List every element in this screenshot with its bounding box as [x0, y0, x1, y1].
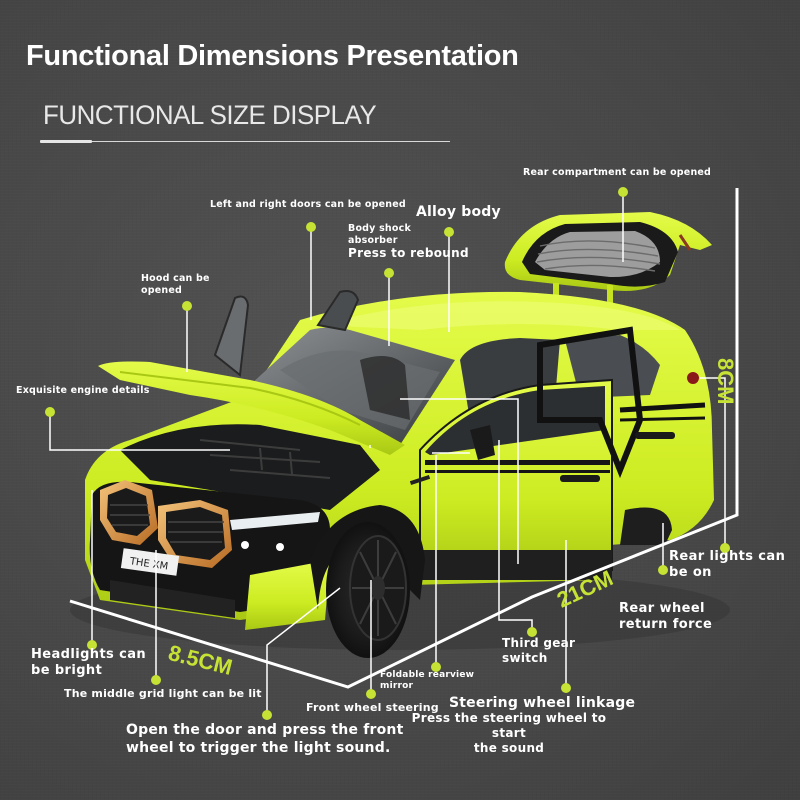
subtitle-divider-accent [40, 140, 92, 143]
dimension-frame [69, 188, 739, 689]
callout-engine: Exquisite engine details [16, 385, 150, 396]
callout-steering-desc: Press the steering wheel to start the so… [411, 711, 607, 755]
callout-press-rebound: Press to rebound [348, 246, 469, 260]
callout-headlights: Headlights can be bright [31, 647, 147, 679]
callout-rear-wheel: Rear wheel return force [619, 601, 713, 633]
callout-shock-absorber: Body shock absorber [348, 223, 411, 246]
callout-grid-light: The middle grid light can be lit [64, 687, 262, 700]
callout-rear-lights: Rear lights can be on [669, 549, 786, 581]
license-plate-text: THE XM [128, 556, 169, 572]
callout-mirror: Foldable rearview mirror [380, 670, 475, 692]
callout-door-sound: Open the door and press the front wheel … [126, 722, 404, 756]
callout-hood: Hood can be opened [141, 273, 210, 296]
callout-steering-title: Steering wheel linkage [449, 695, 636, 711]
rear-hatch [504, 212, 712, 303]
callout-doors: Left and right doors can be opened [210, 199, 406, 210]
callout-alloy-body: Alloy body [416, 204, 501, 220]
callout-front-wheel: Front wheel steering [306, 701, 439, 714]
height-dimension-label: 8CM [713, 358, 738, 405]
callout-dots [45, 187, 730, 720]
section-subtitle: FUNCTIONAL SIZE DISPLAY [43, 100, 377, 130]
subtitle-divider [40, 141, 450, 142]
page-title: Functional Dimensions Presentation [26, 40, 519, 72]
callout-third-gear: Third gear switch [502, 636, 576, 665]
car-body: THE XM [85, 290, 714, 658]
callout-rear-compartment: Rear compartment can be opened [523, 167, 712, 178]
